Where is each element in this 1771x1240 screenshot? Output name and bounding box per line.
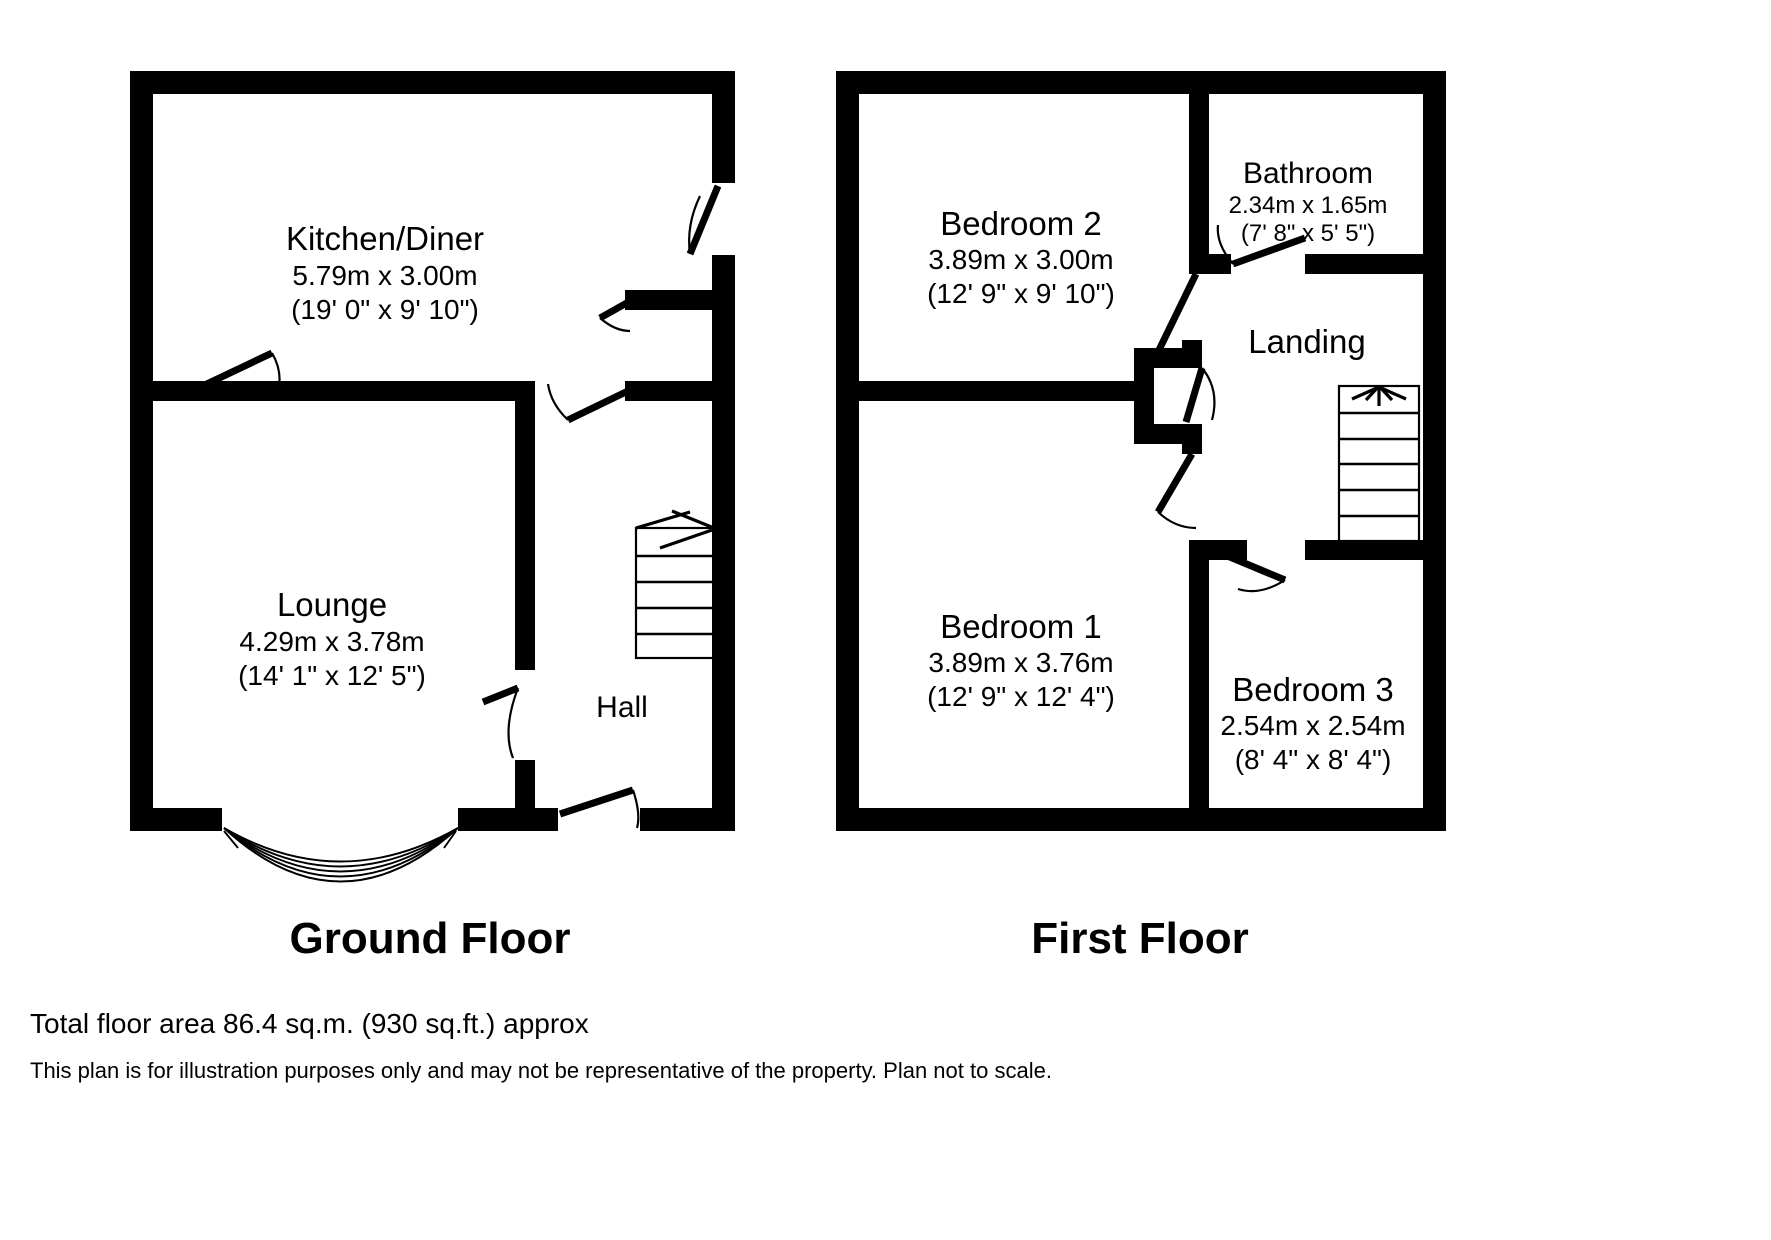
room-label-hall-name: Hall <box>596 691 648 724</box>
first-wall-bottom <box>836 808 1446 831</box>
ground-wall-top <box>130 71 735 94</box>
room-label-bedroom-2-metric: 3.89m x 3.00m <box>928 244 1113 275</box>
ground-wall-right-lower <box>712 300 735 831</box>
door-kitchen-back <box>686 184 722 256</box>
bay-window-lounge <box>223 827 459 883</box>
ground-wall-left <box>130 71 153 831</box>
first-wall-right <box>1423 71 1446 831</box>
door-front-entrance <box>558 786 640 829</box>
door-bedroom-2 <box>1154 272 1200 361</box>
room-label-bedroom-3-imperial: (8' 4" x 8' 4") <box>1235 744 1392 775</box>
room-label-bedroom-1-imperial: (12' 9" x 12' 4") <box>927 681 1115 712</box>
room-label-kitchen-diner-name: Kitchen/Diner <box>286 220 484 257</box>
room-label-bedroom-1-name: Bedroom 1 <box>940 608 1101 645</box>
room-label-lounge-imperial: (14' 1" x 12' 5") <box>238 660 426 691</box>
staircase-first <box>1337 384 1421 543</box>
room-label-bedroom-3-metric: 2.54m x 2.54m <box>1220 710 1405 741</box>
door-hall-kitchen <box>598 296 634 333</box>
room-label-kitchen-diner-metric: 5.79m x 3.00m <box>292 260 477 291</box>
first-wall-bathroom-bottom-left <box>1189 254 1231 274</box>
floor-title-first: First Floor <box>1031 914 1249 963</box>
ground-wall-hall-top <box>625 381 715 401</box>
first-wall-landing-bed3-right <box>1305 540 1446 560</box>
first-floor-plan: Bedroom 2 3.89m x 3.00m (12' 9" x 9' 10"… <box>836 71 1446 963</box>
ground-wall-kitchen-hall <box>625 290 715 310</box>
first-wall-cupboard-post-bottom <box>1182 424 1202 454</box>
room-label-kitchen-diner-imperial: (19' 0" x 9' 10") <box>291 294 479 325</box>
ground-floor-plan: Kitchen/Diner 5.79m x 3.00m (19' 0" x 9'… <box>130 71 735 963</box>
ground-wall-bottom-mid <box>458 808 558 831</box>
first-wall-cupboard-post-top <box>1182 340 1202 368</box>
room-label-landing-name: Landing <box>1248 323 1365 360</box>
first-wall-left <box>836 71 859 831</box>
room-label-bedroom-2-imperial: (12' 9" x 9' 10") <box>927 278 1115 309</box>
ground-wall-right-upper <box>712 71 735 183</box>
door-hall-upper <box>546 383 632 424</box>
first-wall-bed1-bed3 <box>1189 540 1209 831</box>
ground-wall-bottom-left-stub <box>130 808 222 831</box>
plan-disclaimer: This plan is for illustration purposes o… <box>30 1058 1052 1083</box>
room-label-bathroom-metric: 2.34m x 1.65m <box>1229 192 1388 219</box>
room-label-bedroom-1-metric: 3.89m x 3.76m <box>928 647 1113 678</box>
door-bedroom-3 <box>1211 546 1287 593</box>
room-label-bedroom-3-name: Bedroom 3 <box>1232 671 1393 708</box>
first-wall-cupboard-left <box>1134 348 1154 444</box>
room-label-lounge-metric: 4.29m x 3.78m <box>239 626 424 657</box>
door-bathroom <box>1216 224 1307 268</box>
ground-wall-bottom-right <box>640 808 735 831</box>
first-wall-bed2-bed1 <box>859 381 1134 401</box>
first-wall-bed2-right-upper <box>1189 71 1209 263</box>
staircase-ground <box>634 509 716 660</box>
door-lounge-hall <box>481 684 520 759</box>
first-wall-top <box>836 71 1446 94</box>
ground-wall-right-mid1 <box>712 255 735 300</box>
ground-wall-hall-lounge-upper <box>515 381 535 670</box>
first-wall-bathroom-bottom-right <box>1305 254 1446 274</box>
room-label-bathroom-name: Bathroom <box>1243 157 1373 190</box>
ground-wall-kitchen-lounge-stub <box>153 381 190 401</box>
total-floor-area-note: Total floor area 86.4 sq.m. (930 sq.ft.)… <box>30 1008 589 1039</box>
room-label-bathroom-imperial: (7' 8" x 5' 5") <box>1241 220 1375 247</box>
floor-title-ground: Ground Floor <box>289 914 570 963</box>
door-airing-cupboard <box>1182 367 1216 423</box>
ground-wall-kitchen-lounge <box>190 381 535 401</box>
ground-wall-hall-lounge-lower <box>515 760 535 831</box>
stair-outline <box>634 526 716 660</box>
door-bedroom-1 <box>1154 452 1197 530</box>
door-kitchen-lounge <box>190 349 281 395</box>
room-label-lounge-name: Lounge <box>277 586 387 623</box>
room-label-bedroom-2-name: Bedroom 2 <box>940 205 1101 242</box>
